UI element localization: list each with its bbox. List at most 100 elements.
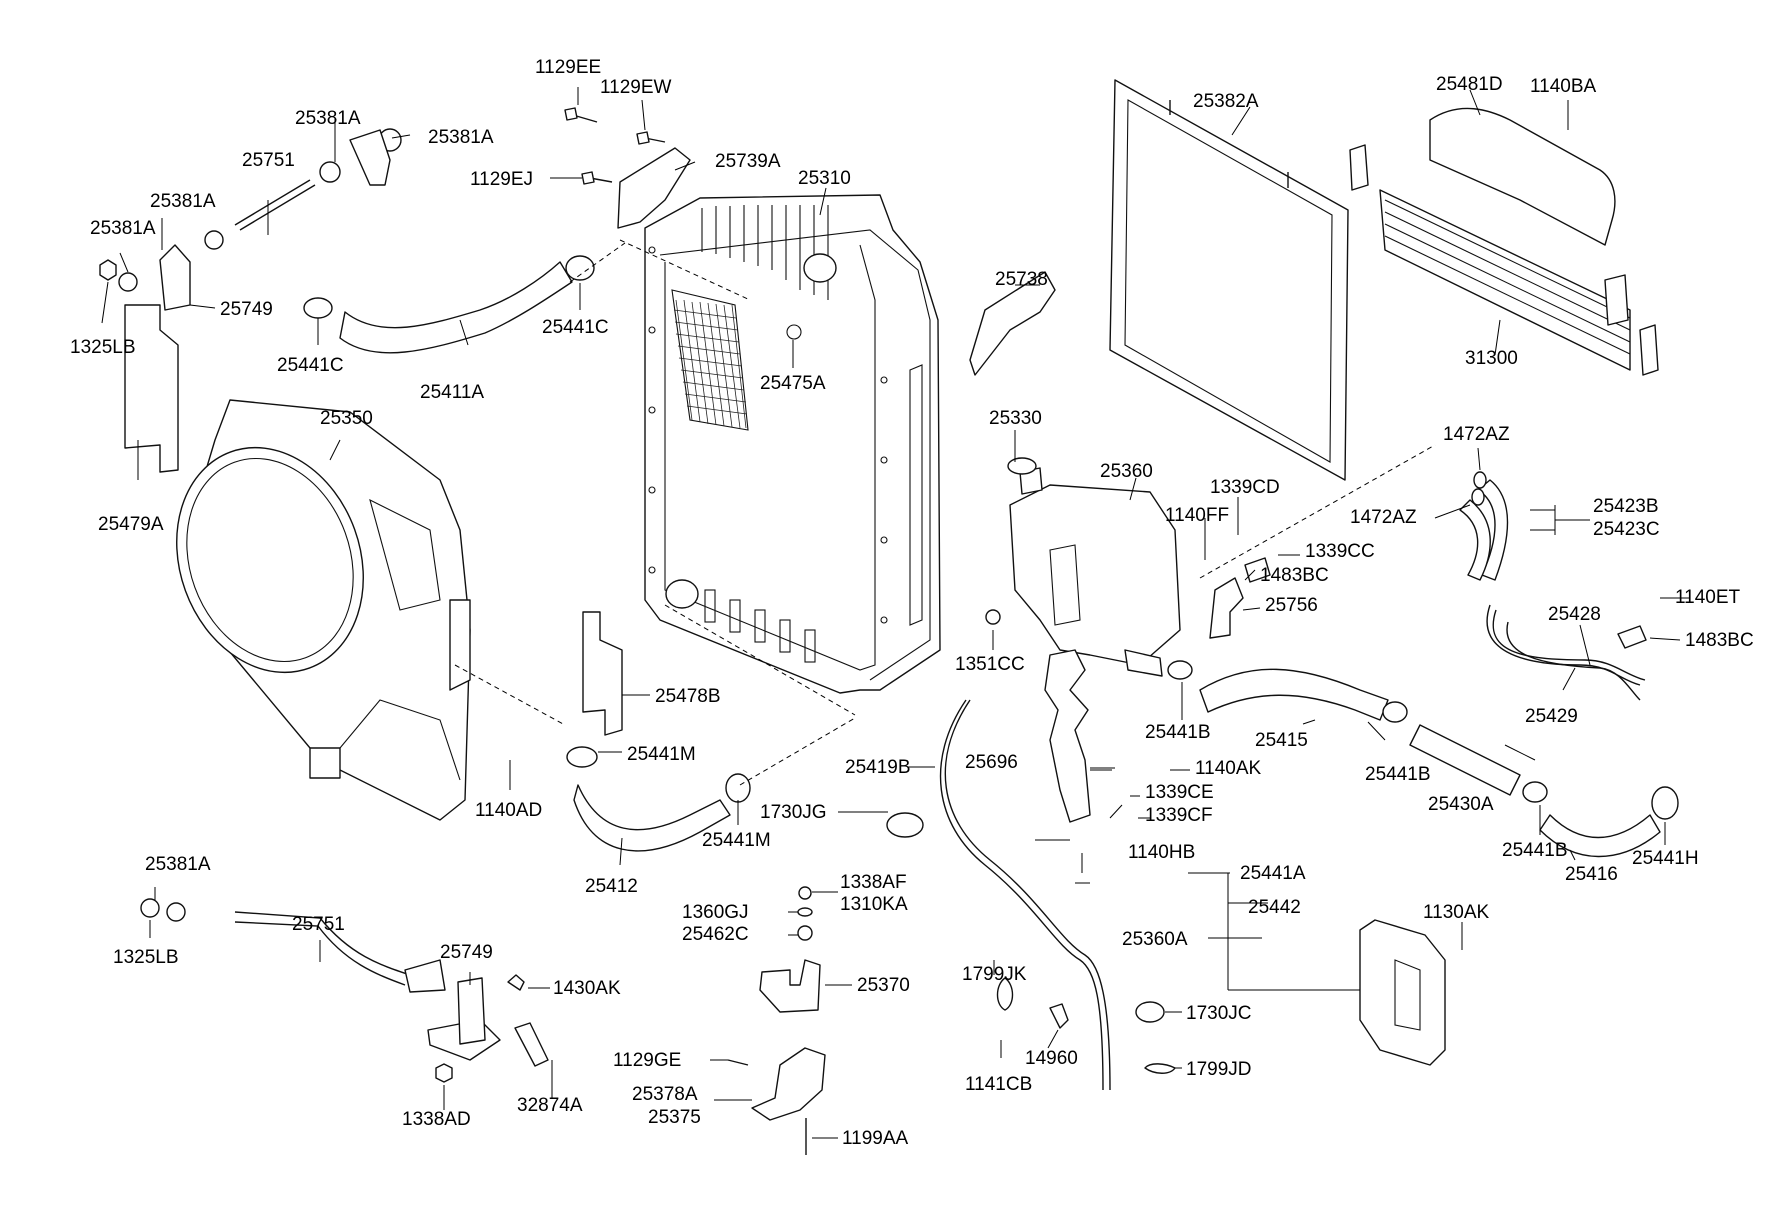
label-25350: 25350 [320,408,373,429]
label-25739A: 25739A [715,151,781,172]
label-1472AZ-mid: 1472AZ [1350,507,1417,528]
label-25415: 25415 [1255,730,1308,751]
bracket-25739A [617,147,691,229]
o-ring-1351CC [985,609,1001,625]
bracket-25478B [582,611,623,736]
label-25360A: 25360A [1122,929,1188,950]
label-25381A-lower: 25381A [145,854,211,875]
clamp-25441M-top [566,746,598,768]
label-25411A: 25411A [420,382,484,403]
label-1140FF: 1140FF [1165,505,1229,526]
label-25381A-top2: 25381A [428,127,494,148]
label-25423C: 25423C [1593,519,1660,540]
label-25696: 25696 [965,752,1018,773]
label-1140BA: 1140BA [1530,76,1597,97]
left-hardware-group [99,128,402,311]
label-1339CF: 1339CF [1145,805,1213,826]
label-1339CC: 1339CC [1305,541,1375,562]
label-25428: 25428 [1548,604,1601,625]
dashed-reference-lines [454,239,1436,786]
label-25481D: 25481D [1436,74,1503,95]
label-1130AK: 1130AK [1423,902,1490,923]
label-1140ET: 1140ET [1675,587,1741,608]
clamp-25441B-c [1522,781,1548,803]
label-25378A: 25378A [632,1084,698,1105]
label-25381A-top1: 25381A [295,108,361,129]
label-25441A: 25441A [1240,863,1306,884]
label-32874A: 32874A [517,1095,583,1116]
label-25412: 25412 [585,876,638,897]
clamp-25441H [1651,786,1679,820]
label-1730JC: 1730JC [1186,1003,1252,1024]
clamp-25441B-a [1167,660,1193,680]
label-25441B-right: 25441B [1502,840,1568,861]
plug-1730JG [886,812,924,838]
bracket-25370 [759,959,821,1013]
label-25429: 25429 [1525,706,1578,727]
cap-1730JC [1135,1001,1165,1023]
label-25330: 25330 [989,408,1042,429]
label-1129EJ: 1129EJ [470,169,533,190]
label-25430A: 25430A [1428,794,1494,815]
clamp-25441B-b [1382,701,1408,723]
label-25375: 25375 [648,1107,701,1128]
label-25749-top: 25749 [220,299,273,320]
label-1325LB-lower: 1325LB [113,947,179,968]
spacer-25462C [797,925,813,941]
radiator-25310 [644,194,941,694]
label-25479A: 25479A [98,514,164,535]
fan-shroud-25350 [176,399,471,821]
label-1338AD: 1338AD [402,1109,471,1130]
hose-25411A [339,261,573,354]
clip-1799JD [1144,1063,1176,1074]
label-1338AF: 1338AF [840,872,907,893]
bracket-25696 [1044,649,1091,823]
label-1140AK: 1140AK [1195,758,1262,779]
label-25441B-left: 25441B [1145,722,1211,743]
label-25381A-left: 25381A [90,218,156,239]
label-1730JG: 1730JG [760,802,827,823]
label-1140AD: 1140AD [475,800,542,821]
label-25462C: 25462C [682,924,749,945]
washer-1360GJ [797,907,813,917]
label-1140HB: 1140HB [1128,842,1195,863]
label-25310: 25310 [798,168,851,189]
label-1141CB: 1141CB [965,1074,1032,1095]
label-1483BC-upper: 1483BC [1260,565,1329,586]
label-14960: 14960 [1025,1048,1078,1069]
label-25475A: 25475A [760,373,826,394]
label-25360: 25360 [1100,461,1153,482]
tube-25419B [944,699,1111,1091]
clamp-25441C-right [565,255,595,281]
label-25441C-right: 25441C [542,317,609,338]
label-1325LB-top: 1325LB [70,337,136,358]
label-1310KA: 1310KA [840,894,908,915]
label-1799JK: 1799JK [962,964,1027,985]
label-31300: 31300 [1465,348,1518,369]
clamp-25441M-right [725,773,751,803]
bracket-25738 [969,271,1056,376]
reservoir-25360 [1007,457,1181,677]
nut-1338AF [798,886,812,900]
hose-25416 [1539,814,1661,858]
bracket-14960 [1049,1003,1069,1029]
label-25751-lower: 25751 [292,914,345,935]
label-1430AK: 1430AK [553,978,621,999]
hose-25415 [1199,668,1389,721]
tube-25429 [1506,621,1641,701]
label-25442: 25442 [1248,897,1301,918]
hose-25430A [1409,724,1521,796]
label-25441M-top: 25441M [627,744,696,765]
tie-rod-lower [140,898,549,1083]
label-25751-top: 25751 [242,150,295,171]
bracket-25756 [1209,577,1244,639]
clamp-25441C-left [303,297,333,319]
label-1129GE: 1129GE [613,1050,681,1071]
oil-cooler-31300 [1349,144,1659,376]
label-25738: 25738 [995,269,1048,290]
label-1129EW: 1129EW [600,77,672,98]
label-25419B: 25419B [845,757,911,778]
label-25749-lower: 25749 [440,942,493,963]
label-25441C-left: 25441C [277,355,344,376]
